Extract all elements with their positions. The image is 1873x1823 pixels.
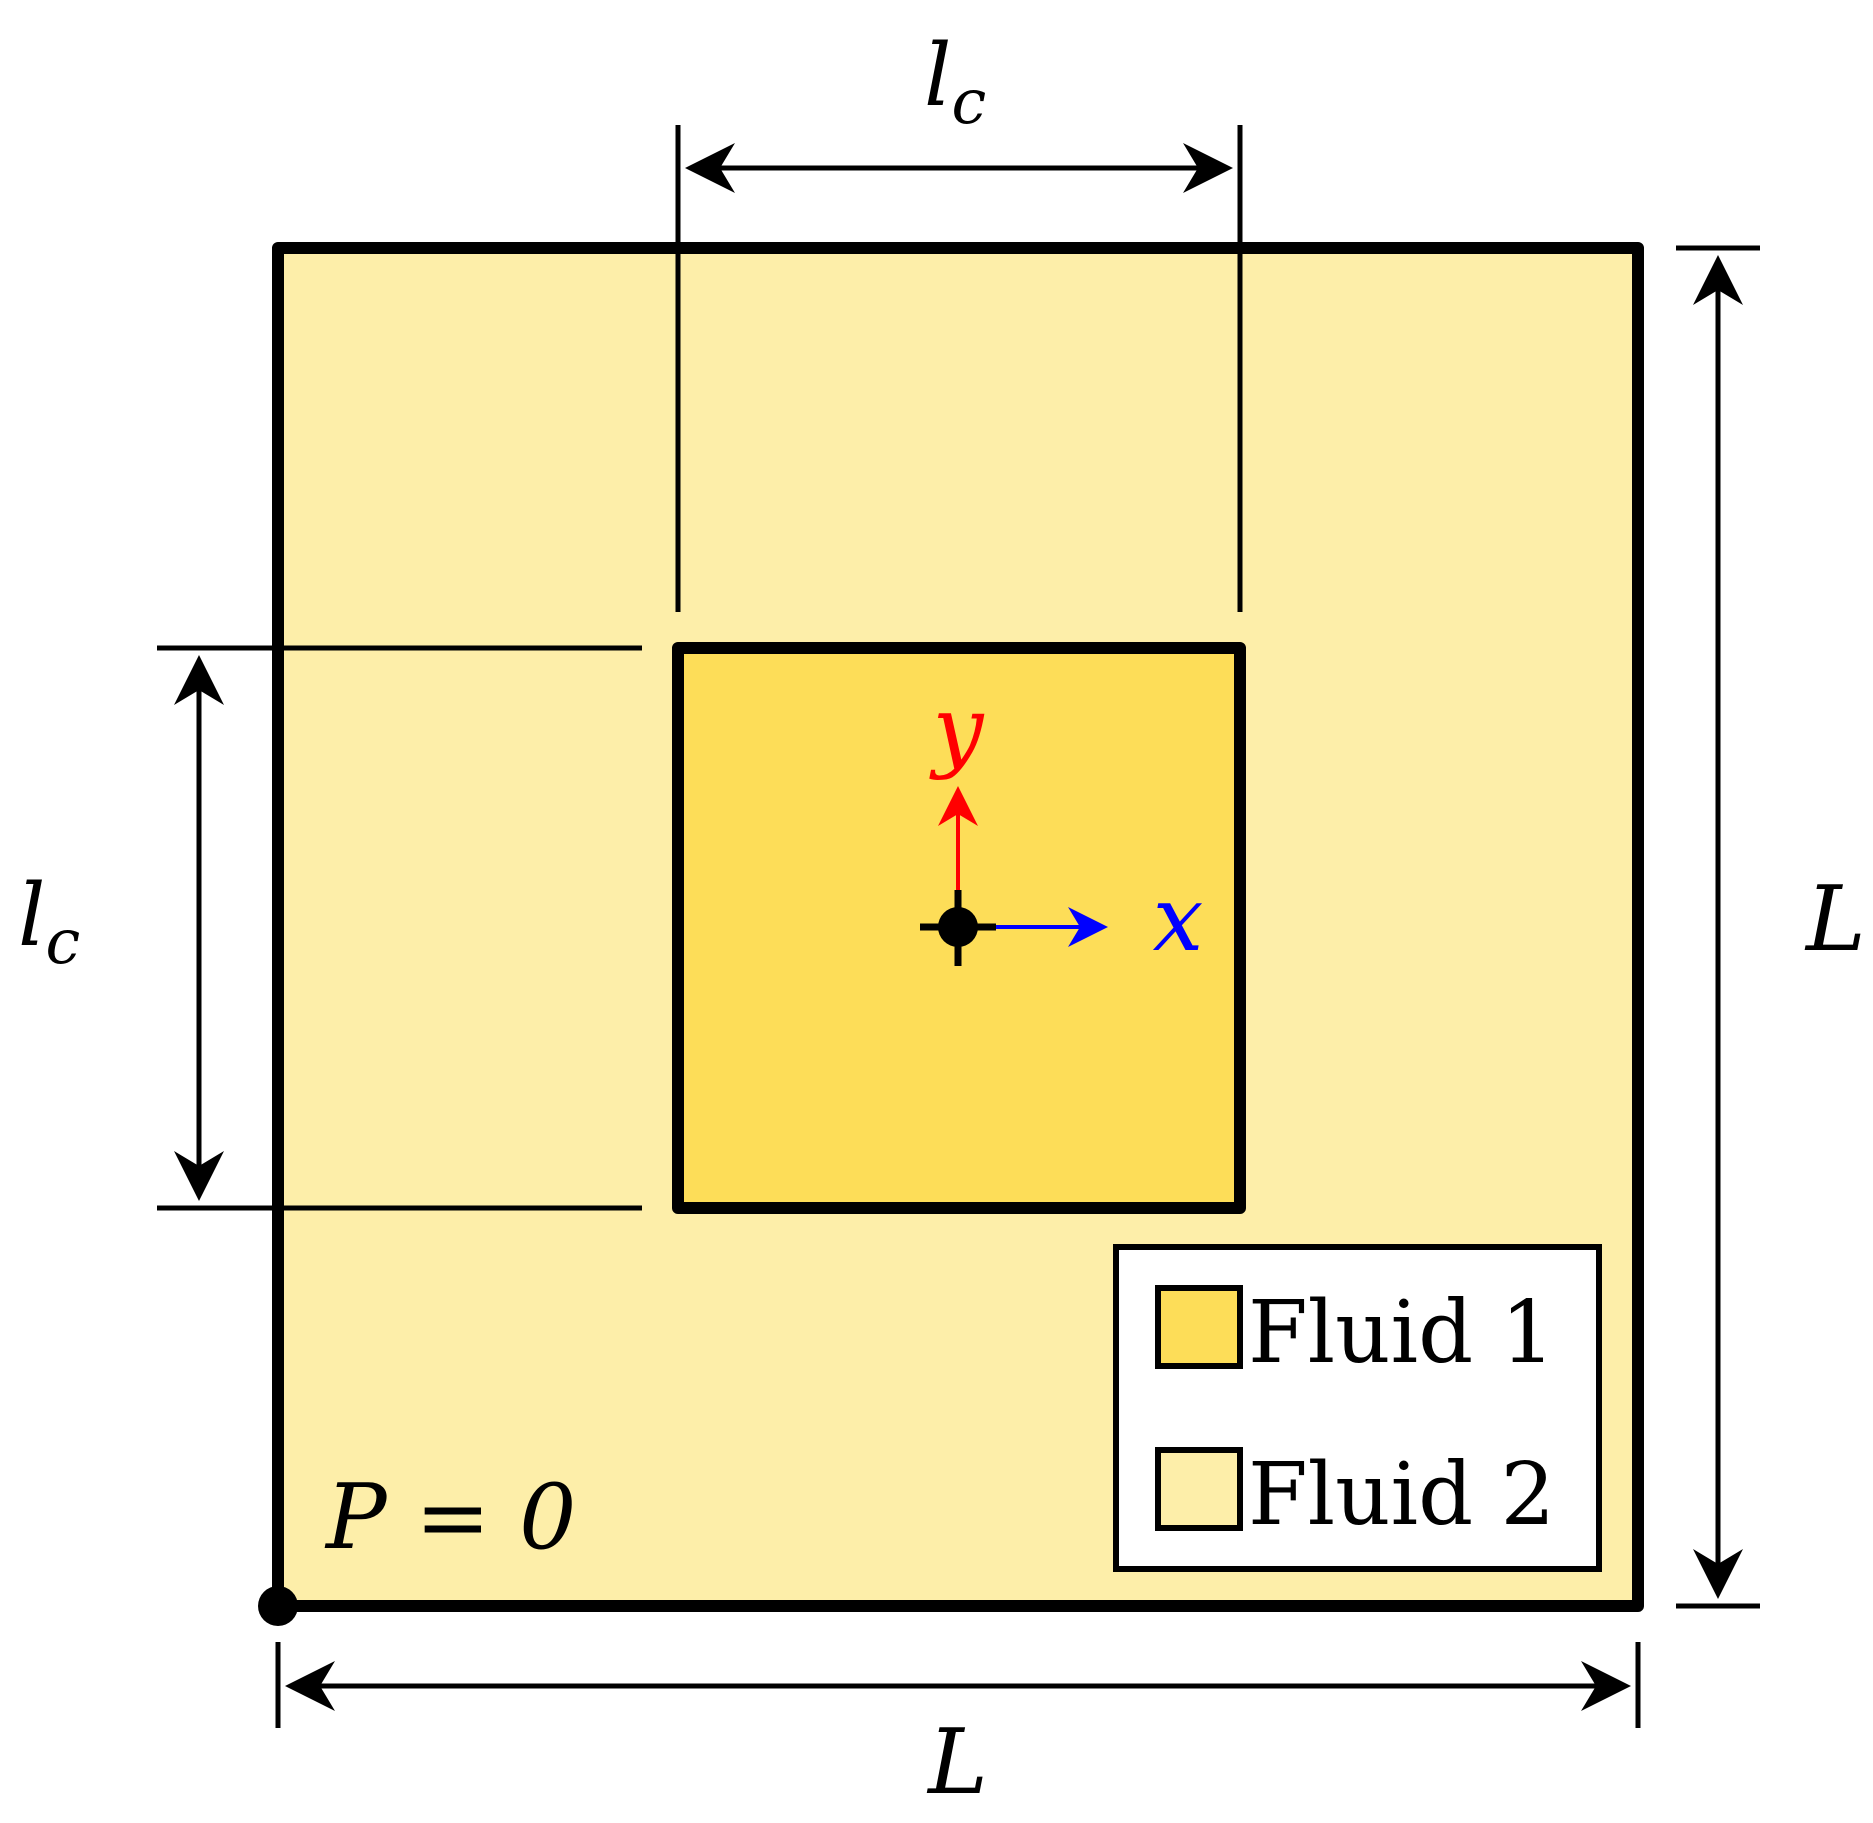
left-lc-dimension: lc <box>18 645 642 1211</box>
pressure-condition-label: P = 0 <box>324 1465 576 1570</box>
right-L-label: L <box>1804 867 1866 972</box>
top-lc-dimension: lc <box>675 26 1243 612</box>
boundary-condition: P = 0 <box>258 1465 576 1626</box>
coordinate-axes: y x <box>920 677 1203 972</box>
bottom-L-label: L <box>926 1710 988 1815</box>
legend-swatch-fluid1 <box>1155 1285 1243 1369</box>
origin-point <box>938 907 978 947</box>
x-axis-label: x <box>1153 867 1204 972</box>
bottom-L-dimension: L <box>275 1642 1641 1815</box>
y-axis-label: y <box>929 677 985 782</box>
top-lc-label: lc <box>924 26 986 138</box>
legend-label-fluid1: Fluid 1 <box>1248 1283 1555 1383</box>
legend-label-fluid2: Fluid 2 <box>1248 1445 1555 1545</box>
left-lc-label: lc <box>18 866 80 978</box>
right-L-dimension: L <box>1676 245 1866 1609</box>
pressure-reference-point <box>258 1586 298 1626</box>
legend: Fluid 1 Fluid 2 <box>1113 1244 1602 1572</box>
legend-swatch-fluid2 <box>1155 1447 1243 1531</box>
